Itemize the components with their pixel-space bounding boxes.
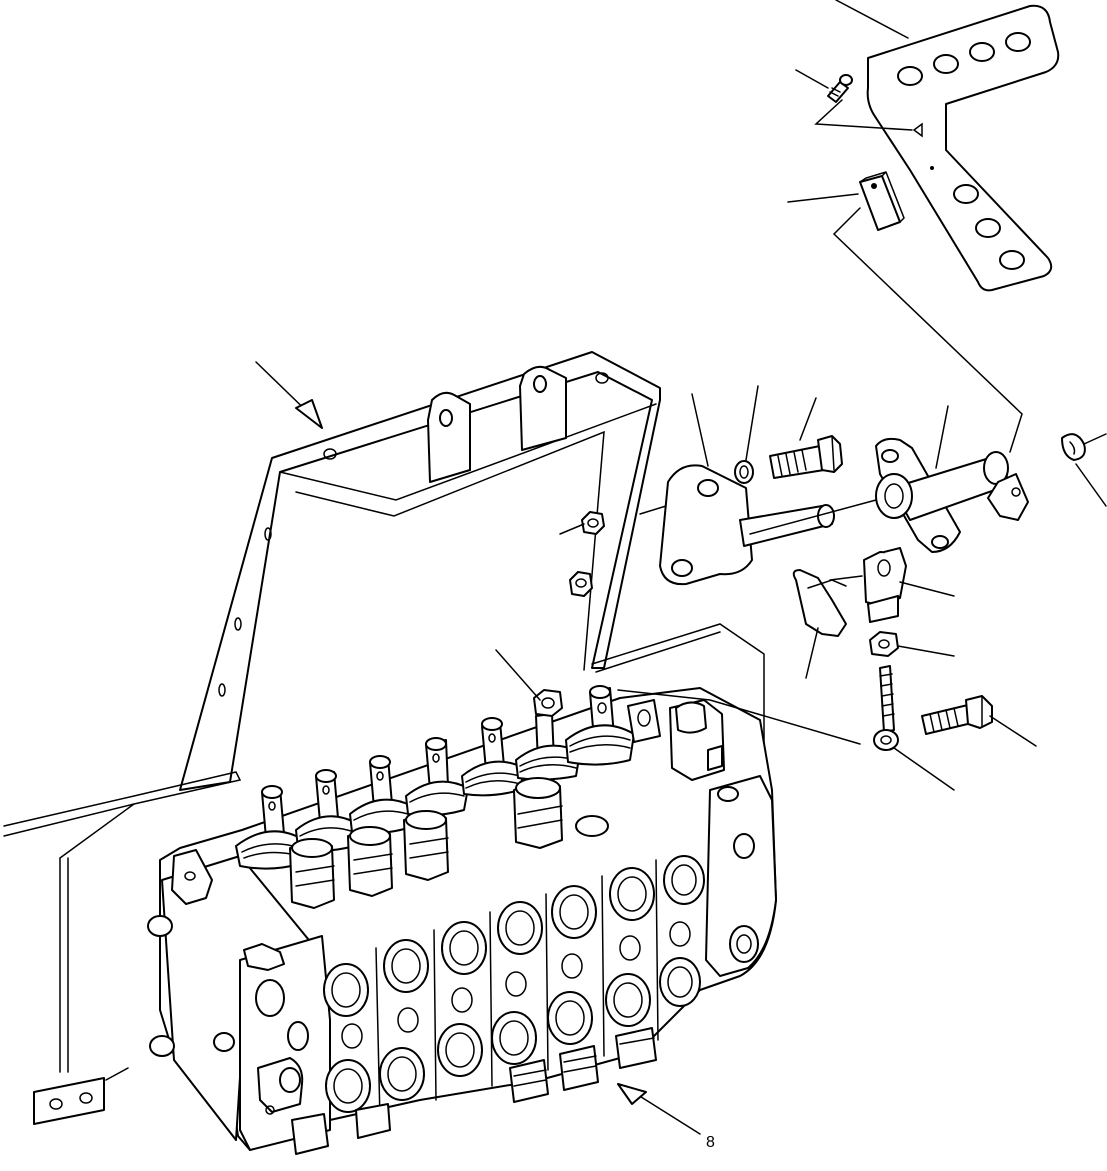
spool-stems <box>236 686 634 869</box>
nut <box>870 632 898 656</box>
spool-cap-nut <box>534 690 562 716</box>
view-marker-label: 8 <box>706 1134 715 1151</box>
pivot-shaft-assembly <box>876 439 1028 552</box>
bolt <box>770 436 842 478</box>
washer <box>735 461 753 483</box>
rod-bolt <box>922 696 992 734</box>
lower-mount-tab <box>34 1078 104 1124</box>
hex-cap-nuts <box>290 778 562 908</box>
valve-bottom-fittings <box>292 1028 656 1154</box>
rod-end <box>874 666 898 750</box>
pivot-plate <box>660 465 834 584</box>
snap-ring <box>1062 434 1085 460</box>
plate-screw <box>828 75 852 102</box>
retaining-clip <box>794 570 846 636</box>
pedal-plate <box>868 6 1059 291</box>
leader-lines <box>106 0 1106 1134</box>
solenoid-fitting <box>628 700 724 780</box>
plate-bracket-block <box>860 172 904 230</box>
clevis <box>864 548 906 622</box>
frame-bracket <box>4 352 764 1072</box>
valve-sections <box>324 787 738 1120</box>
